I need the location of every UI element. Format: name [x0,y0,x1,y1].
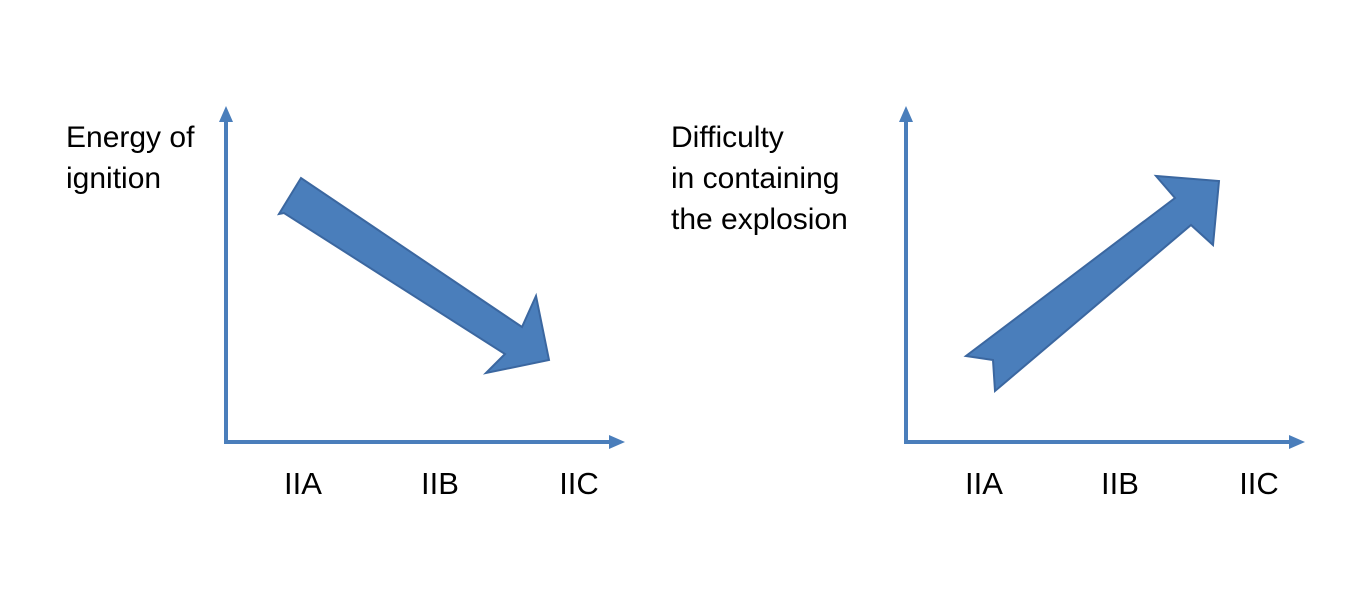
x-axis-arrowhead [1289,435,1305,449]
y-axis-label-line-2: ignition [66,162,161,195]
panel-energy-of-ignition: Energy of ignition IIA IIB IIC [66,106,625,501]
x-tick-iib: IIB [421,466,459,501]
x-tick-iib: IIB [1101,466,1139,501]
y-axis-label: Energy of ignition [66,121,195,195]
y-axis-arrowhead [899,106,913,122]
increasing-trend-arrow [963,174,1221,394]
y-axis-label-line-2: in containing [671,162,839,195]
y-axis-label-line-1: Difficulty [671,121,784,154]
y-axis-label: Difficulty in containing the explosion [671,121,848,236]
decreasing-trend-arrow [276,176,551,375]
x-tick-iia: IIA [284,466,322,501]
x-tick-iia: IIA [965,466,1003,501]
panel-difficulty-containing-explosion: Difficulty in containing the explosion I… [671,106,1305,501]
y-axis-label-line-3: the explosion [671,203,848,236]
x-tick-iic: IIC [1239,466,1279,501]
x-axis-arrowhead [609,435,625,449]
x-tick-iic: IIC [559,466,599,501]
y-axis-arrowhead [219,106,233,122]
y-axis-label-line-1: Energy of [66,121,195,154]
